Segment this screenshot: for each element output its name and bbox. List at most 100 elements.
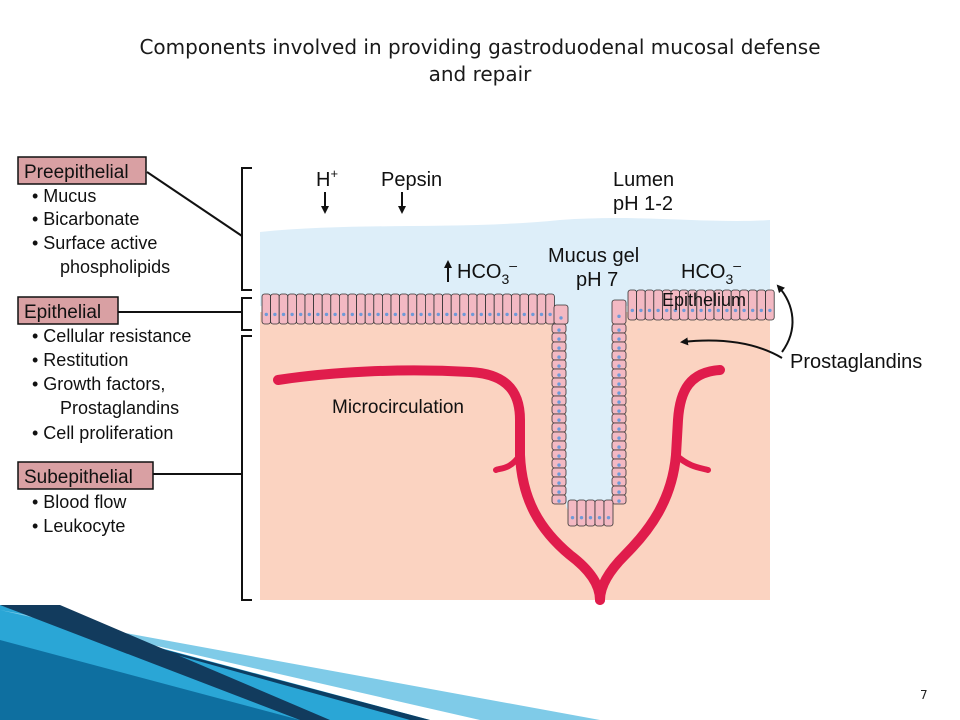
cell-nucleus bbox=[617, 400, 621, 404]
epithelial-cell bbox=[528, 293, 538, 325]
cell-nucleus bbox=[505, 312, 509, 317]
cell-nucleus bbox=[716, 308, 720, 313]
heading-subepithelial: Subepithelial bbox=[24, 467, 133, 488]
epithelial-cell bbox=[476, 293, 487, 325]
cell-nucleus bbox=[617, 364, 621, 368]
cell-nucleus bbox=[514, 312, 518, 317]
cell-nucleus bbox=[617, 427, 621, 431]
cell-nucleus bbox=[539, 312, 544, 317]
cell-nucleus bbox=[359, 312, 363, 317]
cell-nucleus bbox=[725, 308, 729, 313]
cell-nucleus bbox=[264, 312, 268, 317]
epithelial-cell bbox=[485, 293, 495, 325]
cell-nucleus bbox=[557, 499, 561, 503]
vessel-right-rising bbox=[671, 365, 725, 460]
cell-nucleus bbox=[557, 355, 561, 359]
gastric-pit-lumen bbox=[566, 306, 612, 517]
svg-text:H+: H+ bbox=[316, 166, 338, 191]
epithelial-cell bbox=[545, 293, 555, 325]
bicarbonate-left-text: HCO bbox=[457, 261, 501, 283]
lumen-ph-label: pH 1-2 bbox=[613, 193, 673, 215]
epithelial-cell bbox=[493, 293, 504, 325]
cell-nucleus bbox=[570, 515, 575, 520]
list-item: • Growth factors, bbox=[32, 374, 165, 394]
list-subepithelial: • Blood flow • Leukocyte bbox=[32, 492, 127, 536]
epithelial-cell bbox=[287, 293, 297, 325]
epithelial-cell bbox=[313, 293, 323, 325]
bicarbonate-left-subscript: 3 bbox=[501, 271, 509, 287]
slide-title: Components involved in providing gastrod… bbox=[60, 34, 900, 88]
cell-nucleus bbox=[617, 445, 621, 449]
epithelial-cell bbox=[295, 293, 306, 325]
cell-nucleus bbox=[402, 312, 406, 317]
cell-nucleus bbox=[617, 409, 621, 413]
epithelial-cell bbox=[330, 293, 340, 325]
epithelial-cell bbox=[407, 293, 418, 325]
label-h-plus: H+ bbox=[316, 166, 338, 214]
cell-nucleus bbox=[410, 312, 415, 317]
cell-nucleus bbox=[708, 308, 712, 313]
cell-nucleus bbox=[647, 308, 652, 313]
cell-nucleus bbox=[759, 308, 763, 313]
vessel-left-descending bbox=[515, 450, 605, 605]
cell-nucleus bbox=[557, 490, 561, 494]
cell-nucleus bbox=[557, 454, 561, 458]
list-item: • Cellular resistance bbox=[32, 326, 191, 346]
microcirculation-vessels bbox=[273, 365, 725, 605]
cell-nucleus bbox=[597, 515, 602, 520]
cell-nucleus bbox=[673, 308, 677, 313]
cell-nucleus bbox=[617, 418, 621, 422]
list-preepithelial: • Mucus • Bicarbonate • Surface active p… bbox=[32, 186, 170, 277]
cell-nucleus bbox=[428, 312, 432, 317]
cell-nucleus bbox=[453, 312, 458, 317]
cell-nucleus bbox=[557, 445, 561, 449]
vessel-left-branch bbox=[493, 452, 523, 473]
cell-nucleus bbox=[733, 308, 738, 313]
cell-nucleus bbox=[557, 364, 561, 368]
cell-nucleus bbox=[617, 314, 621, 319]
svg-text:HCO3–: HCO3– bbox=[681, 257, 741, 287]
bicarbonate-right-text: HCO bbox=[681, 261, 725, 283]
epithelial-cell bbox=[321, 293, 332, 325]
cell-nucleus bbox=[393, 312, 397, 317]
layer-brackets bbox=[118, 167, 252, 601]
vessel-left-horizontal bbox=[273, 365, 525, 460]
epithelial-cell bbox=[594, 499, 605, 527]
cell-nucleus bbox=[324, 312, 329, 317]
prostaglandins-arrow-up bbox=[776, 284, 794, 353]
epithelial-cell bbox=[636, 289, 646, 321]
list-item: phospholipids bbox=[60, 257, 170, 277]
vessel-right-descending bbox=[595, 450, 681, 605]
cell-nucleus bbox=[639, 308, 643, 313]
cell-nucleus bbox=[617, 454, 621, 458]
cell-nucleus bbox=[299, 312, 303, 317]
cell-nucleus bbox=[445, 312, 449, 317]
epithelial-cell bbox=[356, 293, 366, 325]
heading-preepithelial: Preepithelial bbox=[24, 162, 129, 183]
cell-nucleus bbox=[630, 308, 634, 313]
list-item: • Restitution bbox=[32, 350, 128, 370]
label-pepsin: Pepsin bbox=[381, 169, 442, 214]
epithelial-cell bbox=[433, 293, 444, 325]
cell-nucleus bbox=[682, 308, 686, 313]
cell-nucleus bbox=[557, 427, 561, 431]
epithelial-cell bbox=[390, 293, 401, 325]
cell-nucleus bbox=[751, 308, 755, 313]
epithelial-cell bbox=[467, 293, 478, 325]
cell-nucleus bbox=[557, 346, 561, 350]
cell-nucleus bbox=[436, 312, 440, 317]
cell-nucleus bbox=[665, 308, 669, 313]
cell-nucleus bbox=[656, 308, 660, 313]
cell-nucleus bbox=[617, 346, 621, 350]
epithelium-pit bbox=[551, 299, 627, 527]
cell-nucleus bbox=[699, 308, 703, 313]
cell-nucleus bbox=[385, 312, 389, 317]
cell-nucleus bbox=[281, 312, 286, 317]
epithelial-cell bbox=[627, 289, 638, 321]
cell-nucleus bbox=[316, 312, 320, 317]
cell-nucleus bbox=[617, 481, 621, 485]
bicarbonate-right-subscript: 3 bbox=[725, 271, 733, 287]
epithelial-cell bbox=[261, 293, 272, 325]
cell-nucleus bbox=[557, 436, 561, 440]
epithelium-label: Epithelium bbox=[662, 290, 746, 310]
